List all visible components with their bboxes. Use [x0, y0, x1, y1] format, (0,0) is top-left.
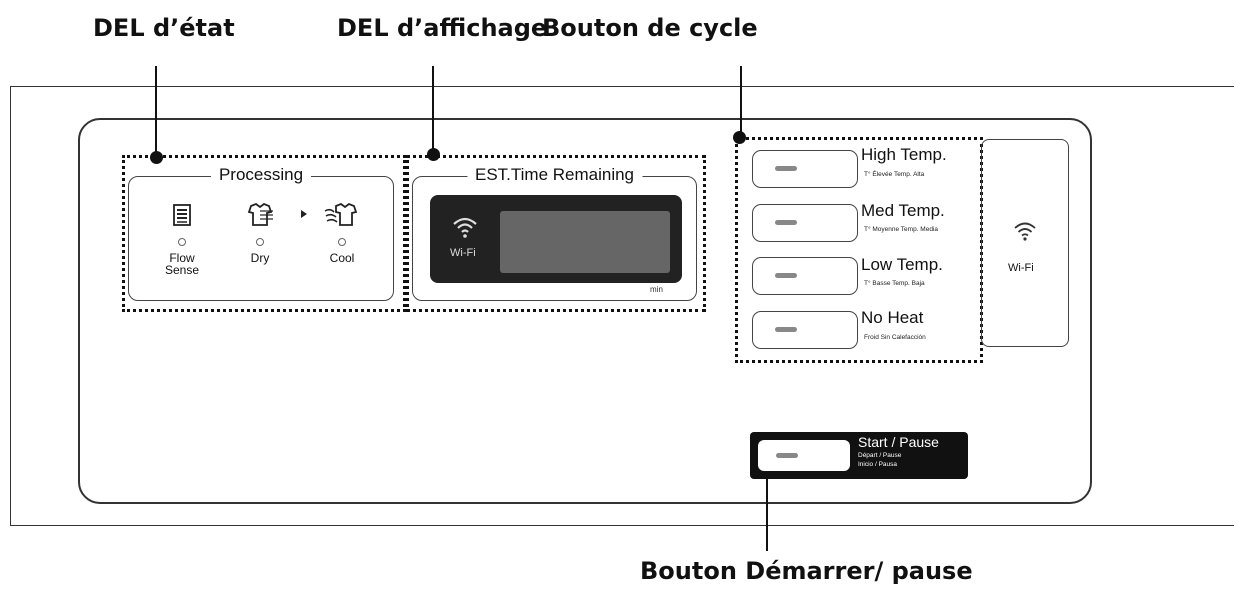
- cool-led: Cool: [310, 202, 374, 264]
- low-temp-label: Low Temp.: [861, 255, 943, 274]
- wifi-button[interactable]: Wi-Fi: [981, 139, 1069, 347]
- leader-line-cycle: [740, 66, 742, 142]
- callout-status-led: DEL d’état: [93, 14, 235, 42]
- high-temp-sublabel: T° Élevée Temp. Alta: [864, 171, 925, 178]
- arrow-icon: [300, 206, 308, 224]
- med-temp-label: Med Temp.: [861, 201, 945, 220]
- time-unit-label: min: [650, 285, 663, 294]
- dry-shirt-icon: [228, 202, 292, 228]
- dry-label: Dry: [250, 251, 270, 265]
- wifi-icon: [1013, 220, 1037, 247]
- flow-sense-label: Flow Sense: [164, 251, 200, 277]
- high-temp-button[interactable]: [752, 150, 858, 188]
- no-heat-sublabel: Froid Sin Calefacción: [864, 334, 926, 341]
- low-temp-sublabel: T° Basse Temp. Baja: [864, 280, 925, 287]
- flow-sense-led-indicator: [178, 238, 186, 246]
- med-temp-button[interactable]: [752, 204, 858, 242]
- leader-line-start: [766, 455, 768, 551]
- button-dash: [775, 327, 797, 332]
- callout-cycle-button: Bouton de cycle: [542, 14, 758, 42]
- start-pause-sublabel-es: Inicio / Pausa: [858, 461, 898, 468]
- flow-sense-led: Flow Sense: [150, 202, 214, 276]
- wifi-button-label: Wi-Fi: [1008, 262, 1034, 274]
- appliance-panel: [10, 86, 1234, 526]
- button-dash: [775, 220, 797, 225]
- cool-label: Cool: [329, 251, 355, 265]
- callout-display-led: DEL d’affichage: [337, 14, 548, 42]
- cool-led-indicator: [338, 238, 346, 246]
- callout-start-button: Bouton Démarrer/ pause: [640, 557, 973, 585]
- start-pause-plate: Start / Pause Départ / Pause Inicio / Pa…: [750, 432, 968, 479]
- display-wifi-label: Wi-Fi: [450, 247, 476, 259]
- start-pause-sublabel-fr: Départ / Pause: [858, 452, 902, 459]
- dry-led: Dry: [228, 202, 292, 264]
- control-panel: [78, 118, 1092, 504]
- time-display: Wi-Fi: [430, 195, 682, 283]
- start-pause-label: Start / Pause: [858, 434, 939, 450]
- no-heat-button[interactable]: [752, 311, 858, 349]
- button-dash: [775, 273, 797, 278]
- processing-group: Processing: [128, 165, 394, 301]
- med-temp-sublabel: T° Moyenne Temp. Media: [864, 226, 939, 233]
- flow-sense-icon: [150, 202, 214, 228]
- time-remaining-group: EST.Time Remaining: [412, 165, 697, 301]
- high-temp-label: High Temp.: [861, 145, 947, 164]
- status-led-region: [122, 155, 406, 312]
- cool-wind-icon: [310, 202, 374, 228]
- processing-title: Processing: [210, 165, 312, 185]
- button-dash: [775, 166, 797, 171]
- button-dash: [776, 453, 798, 458]
- start-pause-button[interactable]: [758, 440, 850, 471]
- time-display-screen: [500, 211, 670, 273]
- display-led-region: [406, 155, 706, 312]
- no-heat-label: No Heat: [861, 308, 924, 327]
- time-remaining-title: EST.Time Remaining: [466, 165, 643, 185]
- low-temp-button[interactable]: [752, 257, 858, 295]
- display-wifi-icon: [452, 215, 478, 244]
- dry-led-indicator: [256, 238, 264, 246]
- leader-line-display: [432, 66, 434, 156]
- leader-line-status: [155, 66, 157, 158]
